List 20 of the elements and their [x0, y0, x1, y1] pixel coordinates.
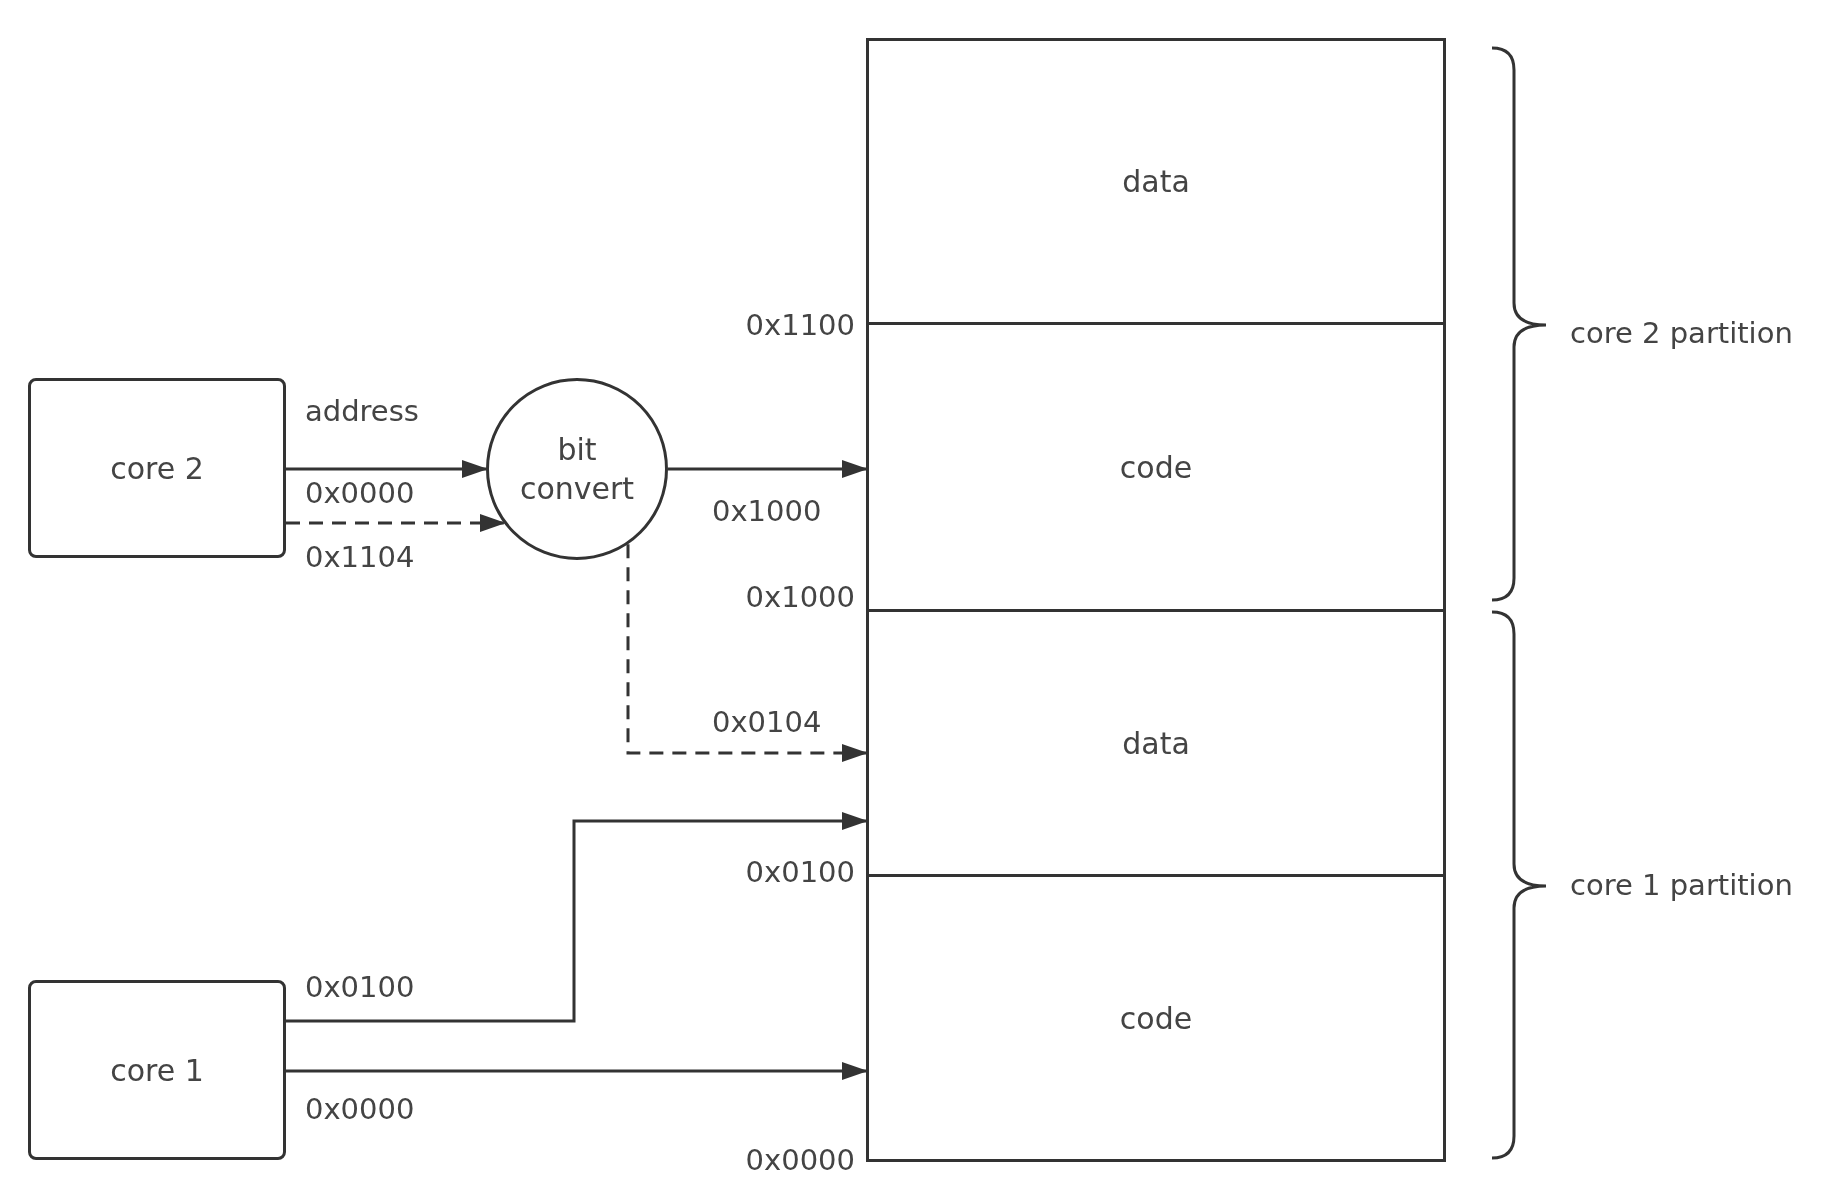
arrow: [626, 544, 868, 762]
node-text: code: [1119, 999, 1193, 1038]
node-text: data: [1122, 724, 1190, 763]
memory-region: [866, 322, 1446, 612]
converter-circle: [486, 378, 668, 560]
arrow: [668, 460, 868, 478]
node-text: core 1: [110, 1051, 204, 1090]
node-text: bit convert: [518, 431, 636, 508]
core-box: [28, 378, 286, 558]
node-text: code: [1119, 448, 1193, 487]
memory-region: [866, 38, 1446, 325]
arrow: [286, 1062, 868, 1080]
arrow: [286, 460, 488, 478]
arrow: [286, 812, 868, 1023]
arrow: [286, 514, 506, 532]
core-box: [28, 980, 286, 1160]
node-text: data: [1122, 163, 1190, 201]
memory-region: [866, 874, 1446, 1162]
memory-region: [866, 609, 1446, 877]
node-text: core 2: [110, 449, 204, 488]
